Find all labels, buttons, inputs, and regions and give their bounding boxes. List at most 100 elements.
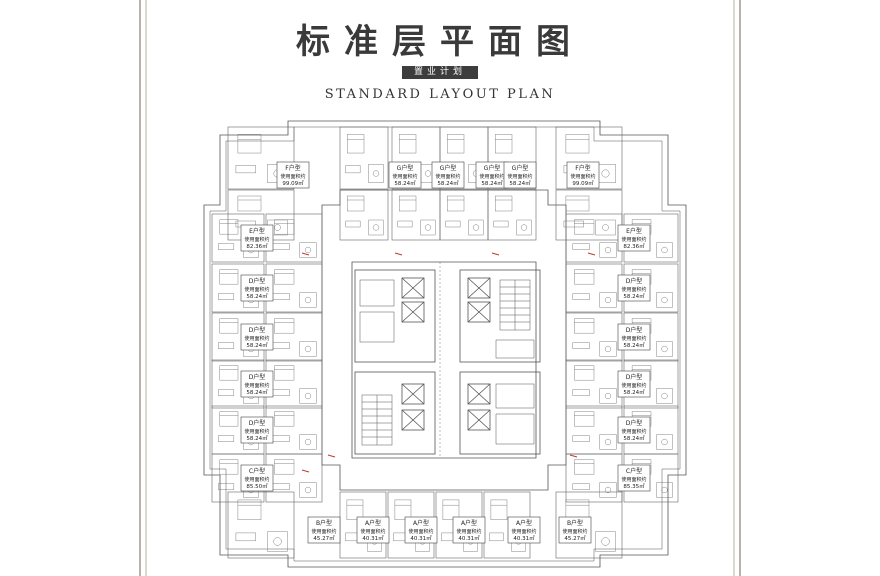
unit-area-value: 85.50㎡ (246, 482, 268, 490)
unit-area-value: 58.24㎡ (509, 179, 531, 187)
unit-type-label: D户型 (249, 373, 266, 381)
unit-area-caption: 使用面积约 (621, 286, 646, 293)
unit-top-inner-3 (439, 189, 489, 241)
unit-area-caption: 使用面积约 (621, 428, 646, 435)
unit-area-caption: 使用面积约 (570, 173, 595, 180)
core-left-upper (354, 269, 436, 363)
unit-type-label: D户型 (249, 419, 266, 427)
unit-left-inner-2 (265, 312, 323, 362)
unit-area-value: 99.09㎡ (572, 179, 594, 187)
unit-top-1 (339, 126, 389, 190)
unit-area-caption: 使用面积约 (621, 236, 646, 243)
accent-mark (569, 454, 578, 458)
unit-area-caption: 使用面积约 (244, 382, 269, 389)
unit-area-caption: 使用面积约 (311, 528, 336, 535)
unit-type-label: A户型 (516, 519, 532, 527)
unit-area-value: 58.24㎡ (246, 292, 268, 300)
accent-mark (491, 252, 500, 256)
unit-area-value: 40.31㎡ (513, 534, 535, 542)
unit-area-value: 58.24㎡ (623, 434, 645, 442)
unit-area-value: 40.31㎡ (362, 534, 384, 542)
unit-area-value: 40.31㎡ (410, 534, 432, 542)
page-subtitle: STANDARD LAYOUT PLAN (324, 87, 556, 102)
unit-area-caption: 使用面积约 (392, 173, 417, 180)
unit-area-value: 58.24㎡ (394, 179, 416, 187)
unit-type-label: F户型 (575, 164, 590, 172)
unit-left-inner-1 (265, 263, 323, 313)
corridor-inner (351, 261, 537, 459)
building-outline-inner (209, 126, 681, 562)
unit-area-caption: 使用面积约 (507, 173, 532, 180)
stair-left (361, 394, 393, 446)
unit-type-label: D户型 (626, 419, 643, 427)
unit-area-value: 58.24㎡ (246, 341, 268, 349)
unit-type-label: D户型 (249, 326, 266, 334)
unit-area-caption: 使用面积约 (244, 428, 269, 435)
unit-type-label: D户型 (626, 277, 643, 285)
unit-type-label: F户型 (285, 164, 300, 172)
accent-mark (301, 252, 310, 256)
unit-type-label: E户型 (249, 227, 265, 235)
unit-type-label: G户型 (397, 164, 414, 172)
unit-type-label: D户型 (626, 373, 643, 381)
unit-area-caption: 使用面积约 (360, 528, 385, 535)
core-right-upper (459, 269, 541, 363)
page-title: 标准层平面图 (296, 22, 584, 62)
unit-top-5 (555, 126, 623, 190)
accent-mark (587, 252, 596, 256)
unit-area-caption: 使用面积约 (280, 173, 305, 180)
unit-type-label: G户型 (512, 164, 529, 172)
unit-area-caption: 使用面积约 (408, 528, 433, 535)
unit-right-inner-5 (565, 453, 623, 503)
unit-left-inner-4 (265, 405, 323, 455)
core-left-lower (354, 371, 436, 455)
unit-area-value: 58.24㎡ (481, 179, 503, 187)
unit-area-caption: 使用面积约 (479, 173, 504, 180)
corridor-outer (321, 189, 567, 491)
unit-area-caption: 使用面积约 (244, 335, 269, 342)
unit-area-value: 40.31㎡ (458, 534, 480, 542)
unit-area-value: 58.24㎡ (623, 292, 645, 300)
unit-top-inner-4 (487, 189, 537, 241)
unit-left-inner-3 (265, 359, 323, 409)
unit-area-value: 45.27㎡ (564, 534, 586, 542)
unit-right-inner-3 (565, 359, 623, 409)
building-outline (203, 120, 687, 568)
unit-area-caption: 使用面积约 (244, 286, 269, 293)
unit-area-value: 58.24㎡ (246, 434, 268, 442)
unit-area-value: 45.27㎡ (313, 534, 335, 542)
unit-area-caption: 使用面积约 (456, 528, 481, 535)
unit-right-inner-4 (565, 405, 623, 455)
unit-area-value: 99.09㎡ (282, 179, 304, 187)
stair-right (499, 279, 531, 331)
unit-type-label: A户型 (461, 519, 477, 527)
core-right-lower (459, 371, 541, 455)
unit-type-label: A户型 (413, 519, 429, 527)
unit-area-caption: 使用面积约 (511, 528, 536, 535)
unit-area-caption: 使用面积约 (621, 382, 646, 389)
unit-type-label: G户型 (484, 164, 501, 172)
unit-type-label: A户型 (365, 519, 381, 527)
unit-type-label: B户型 (316, 519, 332, 527)
unit-area-value: 58.24㎡ (623, 388, 645, 396)
unit-area-value: 58.24㎡ (246, 388, 268, 396)
